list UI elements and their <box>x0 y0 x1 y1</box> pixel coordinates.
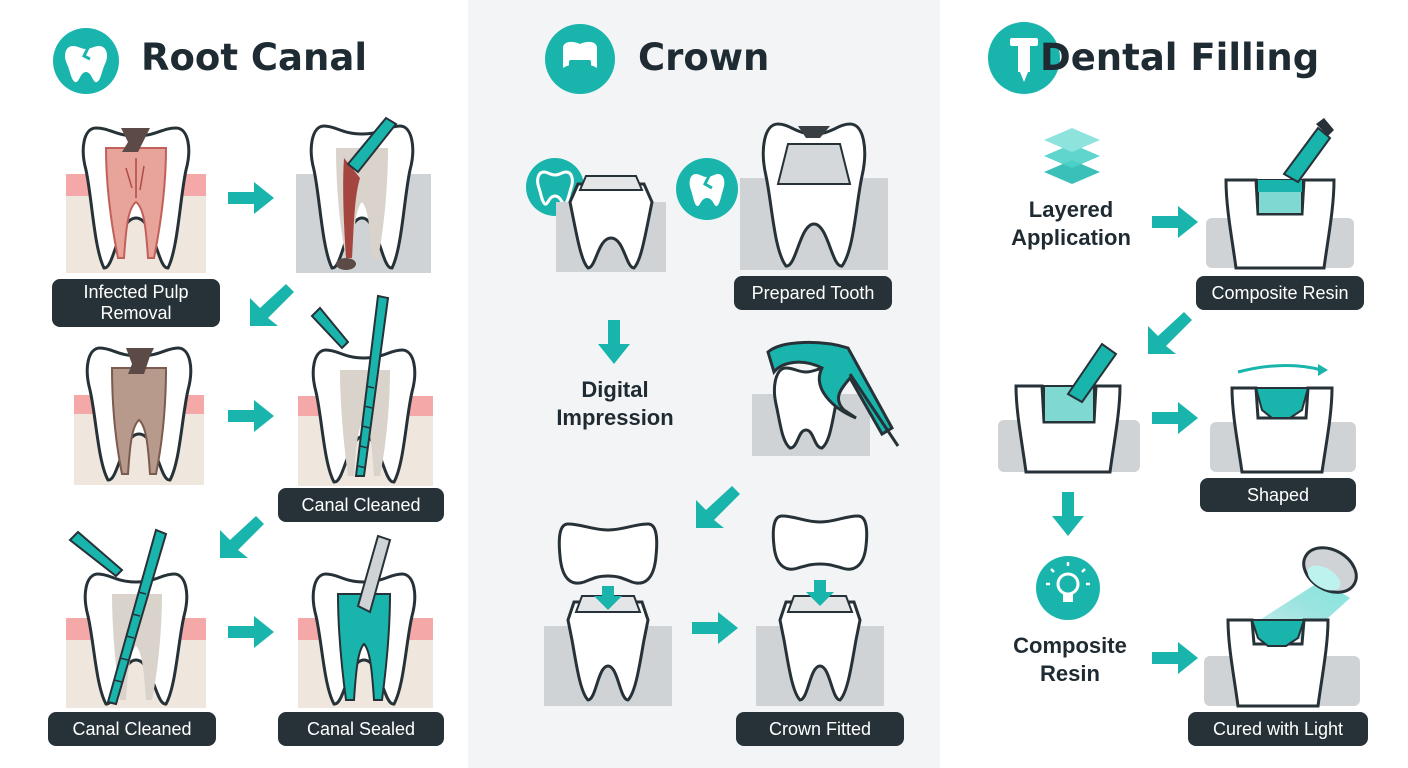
shaped-label: Shaped <box>1200 478 1356 512</box>
arrow-down-icon <box>598 320 630 364</box>
arrow-down-left-icon <box>250 284 294 326</box>
canal-cleaned-label-bottom: Canal Cleaned <box>48 712 216 746</box>
impression-tray-illustration <box>752 340 900 456</box>
crown-badge <box>545 24 615 94</box>
arrow-down-left-icon <box>696 486 740 528</box>
arrow-right-icon <box>228 400 274 432</box>
arrow-down-icon <box>1052 492 1084 536</box>
root-canal-badge <box>53 28 119 94</box>
arrow-right-icon <box>1152 206 1198 238</box>
digital-impression-text: Digital Impression <box>556 377 674 430</box>
dental-filling-badge <box>988 22 1060 94</box>
dental-filling-title: Dental Filling <box>1040 36 1320 79</box>
broken-tooth-icon <box>689 173 725 207</box>
resin-filling-illustration <box>998 342 1140 474</box>
composite-resin-label-top: Composite Resin <box>1196 276 1364 310</box>
light-bulb-icon <box>1046 562 1090 602</box>
arrow-right-icon <box>228 616 274 648</box>
composite-resin-text: Composite Resin <box>1013 633 1127 686</box>
tooth-icon <box>65 45 107 83</box>
crown-fitted-label: Crown Fitted <box>736 712 904 746</box>
canal-cleaning-illustration <box>298 294 433 486</box>
broken-tooth-badge <box>676 158 738 220</box>
arrow-down-left-icon <box>1148 312 1192 354</box>
decayed-tooth-illustration <box>74 346 204 485</box>
prepared-tooth-label: Prepared Tooth <box>734 276 892 310</box>
crown-title: Crown <box>638 36 770 79</box>
layered-application-text: Layered Application <box>1011 197 1131 250</box>
arrow-right-icon <box>692 612 738 644</box>
crown-fitted-illustration <box>756 514 884 706</box>
prepared-stump-illustration <box>556 175 666 272</box>
layers-icon <box>1044 128 1100 184</box>
light-bulb-badge <box>1036 556 1100 620</box>
canal-sealed-illustration <box>298 534 433 708</box>
crown-placement-illustration <box>544 522 672 706</box>
canal-sealed-label: Canal Sealed <box>278 712 444 746</box>
canal-instrument-illustration <box>66 528 206 708</box>
prepared-tooth-illustration <box>740 122 888 270</box>
shaped-filling-illustration <box>1210 364 1356 474</box>
infected-tooth-illustration <box>66 126 206 273</box>
arrow-down-left-icon <box>220 516 264 558</box>
syringe-icon <box>1010 38 1038 82</box>
curing-light-illustration <box>1204 546 1360 708</box>
infected-pulp-removal-label: Infected Pulp Removal <box>52 279 220 327</box>
root-canal-title: Root Canal <box>141 36 368 79</box>
arrow-right-icon <box>228 182 274 214</box>
pulp-removal-illustration <box>296 116 431 273</box>
arrow-right-icon <box>1152 642 1198 674</box>
resin-application-illustration <box>1206 118 1354 270</box>
crown-icon <box>563 41 597 70</box>
canal-cleaned-label-top: Canal Cleaned <box>278 488 444 522</box>
cured-with-light-label: Cured with Light <box>1188 712 1368 746</box>
arrow-right-icon <box>1152 402 1198 434</box>
